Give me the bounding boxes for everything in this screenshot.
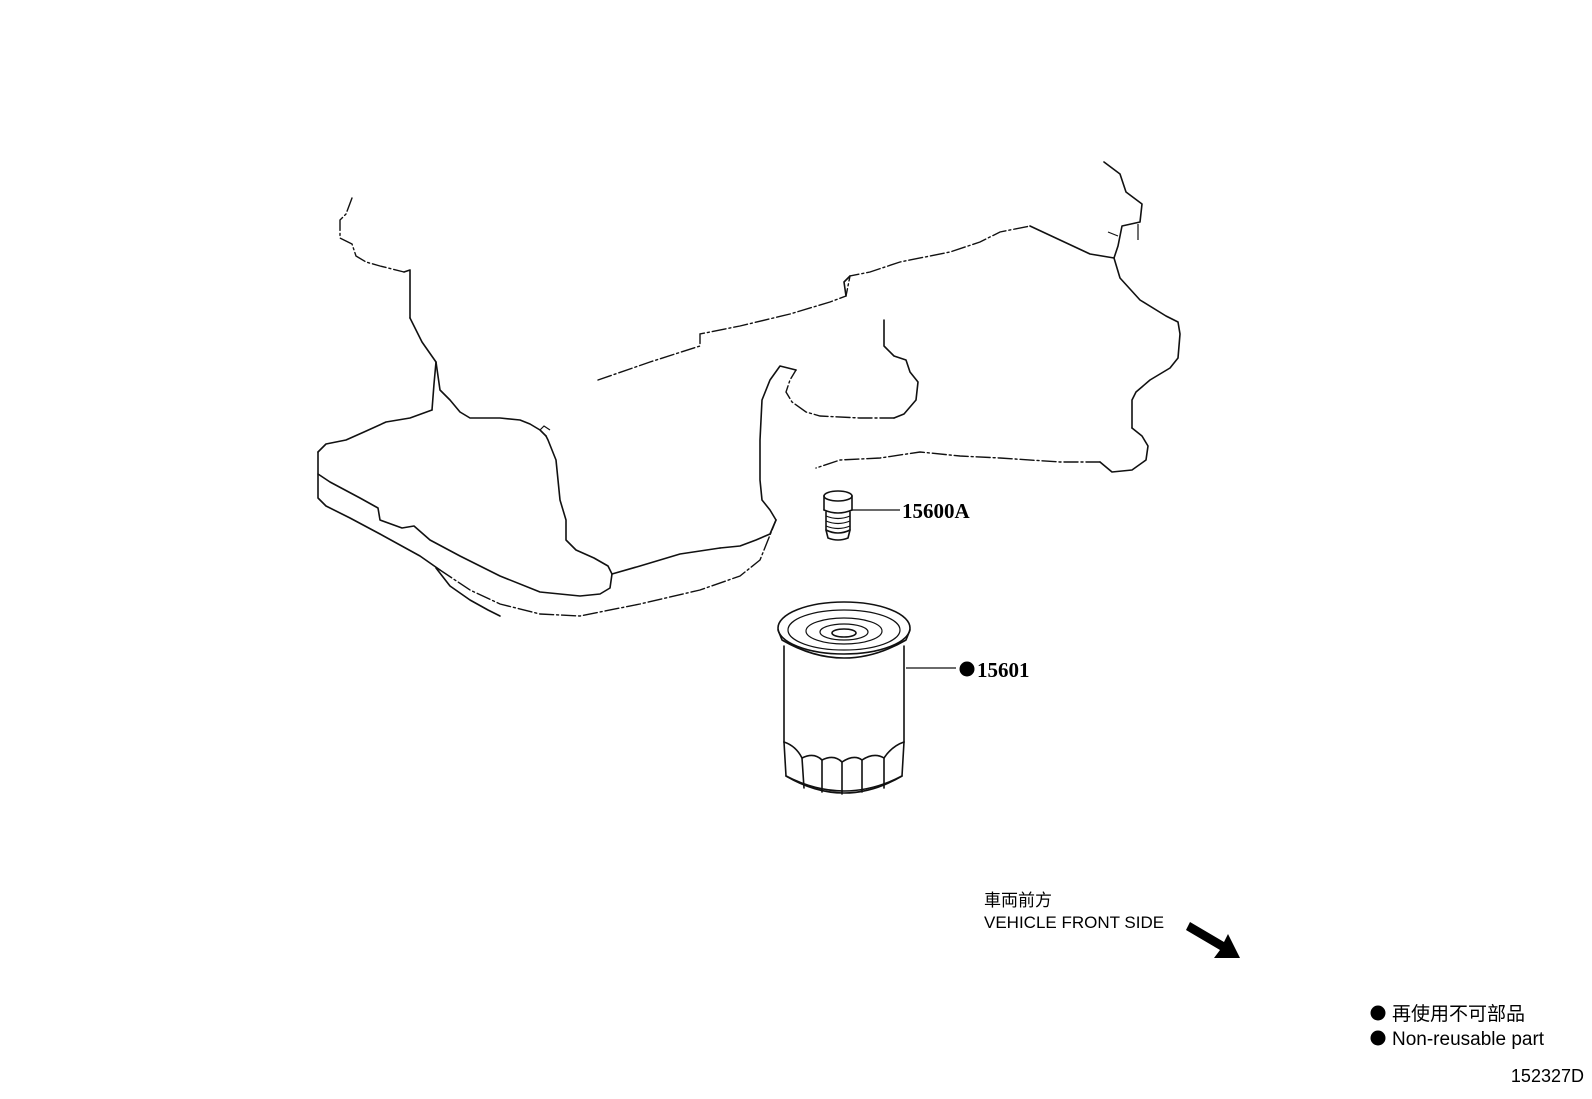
front-direction-label-en: VEHICLE FRONT SIDE — [984, 913, 1164, 932]
diagram-code: 152327D — [1511, 1066, 1584, 1086]
drain-plug-illustration — [823, 490, 853, 541]
legend: 再使用不可部品 Non-reusable part — [1370, 1003, 1545, 1050]
legend-label-jp: 再使用不可部品 — [1392, 1003, 1525, 1025]
oil-filter-illustration — [777, 601, 911, 795]
filled-circle-icon — [1370, 1005, 1386, 1021]
engine-outline — [317, 161, 1181, 617]
filled-circle-icon — [959, 661, 975, 677]
filled-circle-icon — [1370, 1030, 1386, 1046]
arrow-down-right-icon — [1186, 922, 1240, 958]
legend-label-en: Non-reusable part — [1392, 1029, 1545, 1050]
oil-filter-part-number[interactable]: 15601 — [977, 658, 1030, 682]
drain-plug-part-number[interactable]: 15600A — [902, 499, 971, 523]
front-direction-label-jp: 車両前方 — [984, 891, 1052, 910]
